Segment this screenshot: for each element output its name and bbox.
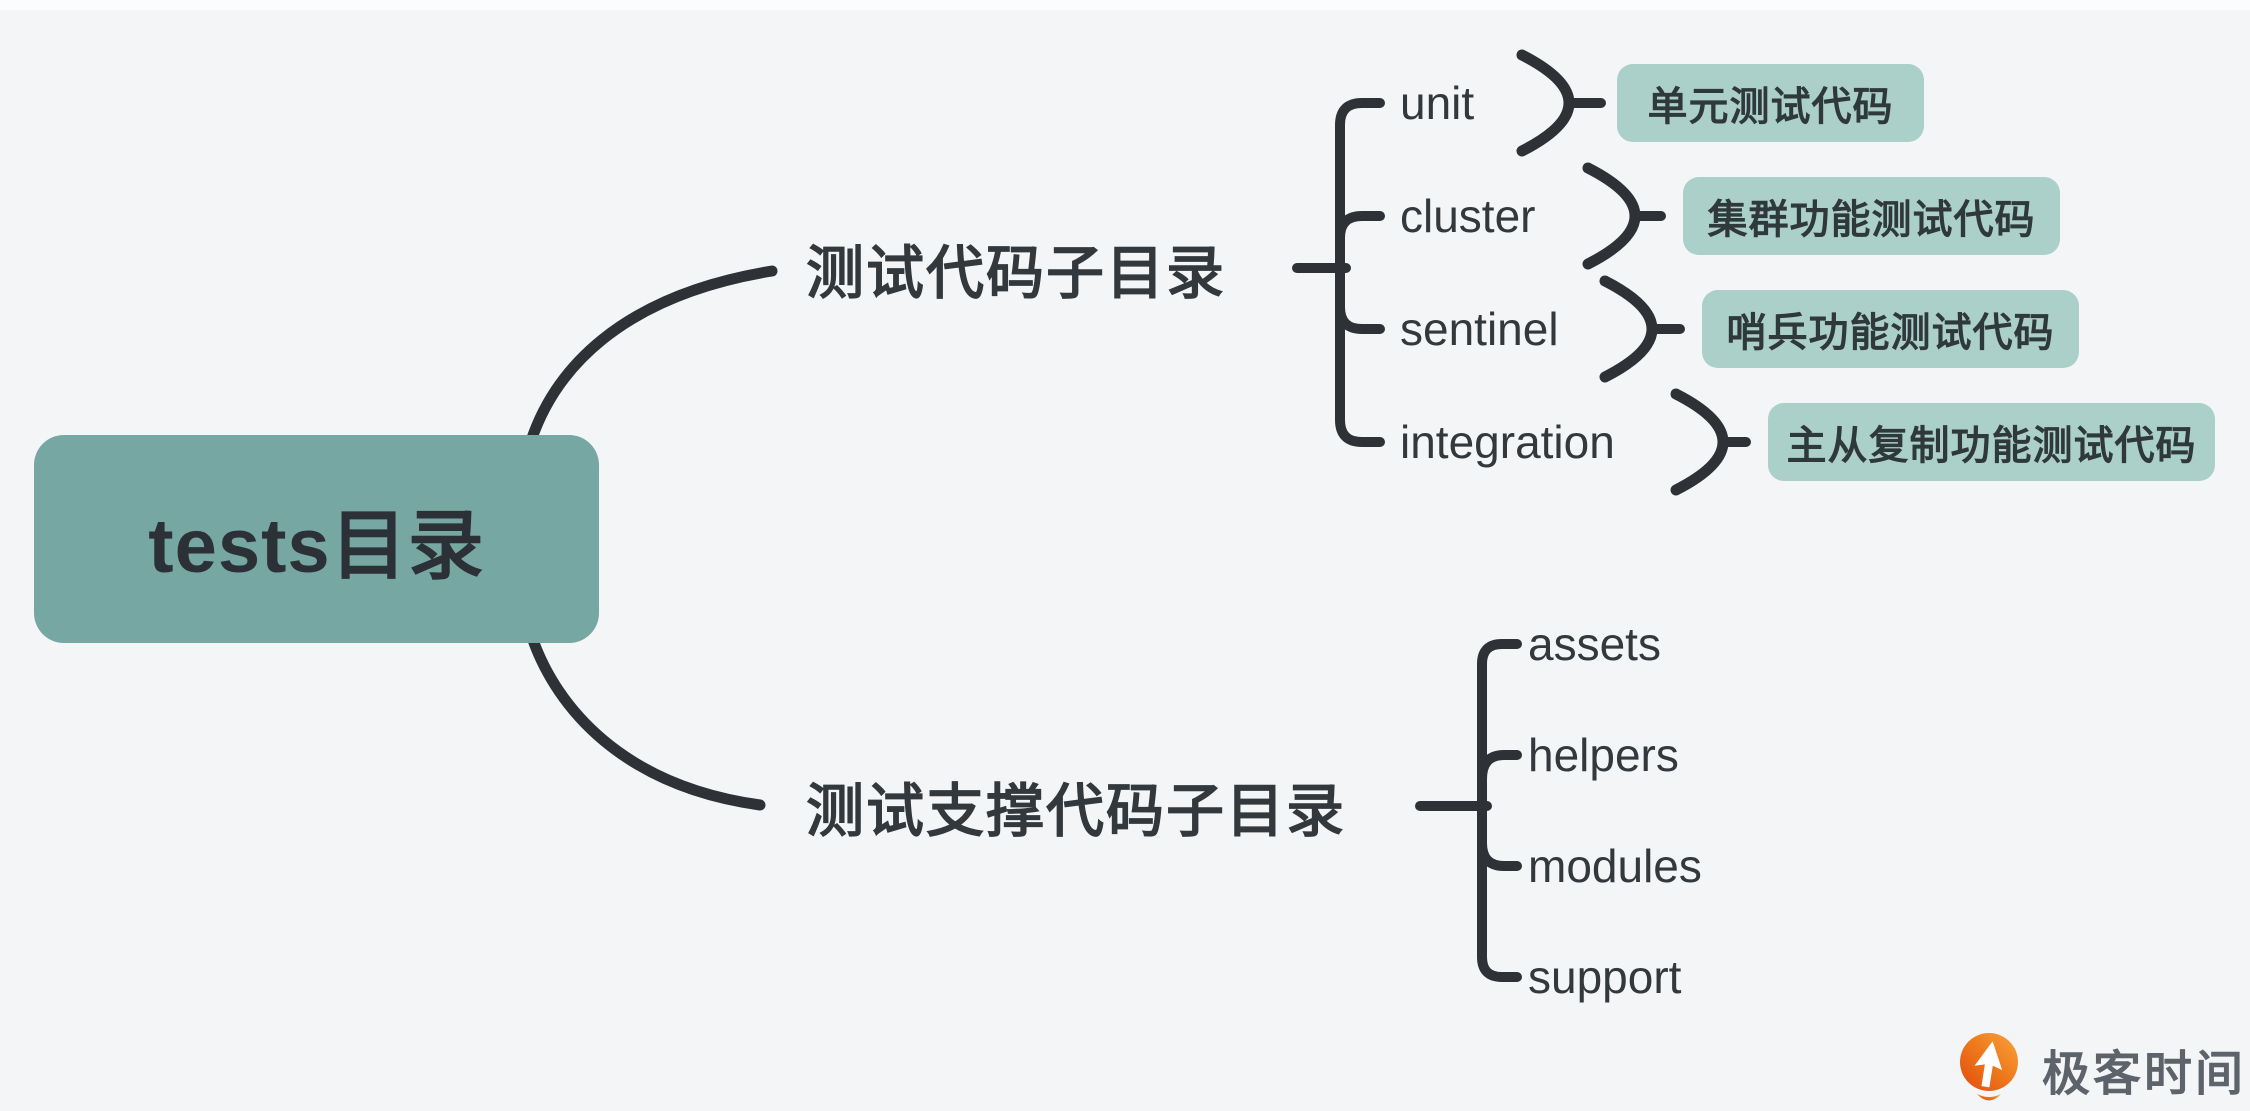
branch-label-test-support-code: 测试支撑代码子目录 [806, 779, 1347, 844]
arc-unit [1516, 49, 1575, 157]
child-unit: unit [1400, 77, 1475, 129]
child-support: support [1528, 951, 1682, 1003]
branch-label-test-code: 测试代码子目录 [806, 241, 1227, 306]
branch2-bracket-tick-helpers [1477, 750, 1522, 784]
root-node-tests: tests目录 [34, 435, 599, 643]
child-integration: integration [1400, 416, 1615, 468]
branch2-bracket-tick-modules [1477, 838, 1522, 871]
branch1-bracket-tick-sentinel [1335, 302, 1385, 334]
curve-root-to-branch2 [527, 634, 766, 811]
leaf-box-cluster-desc: 集群功能测试代码 [1683, 177, 2060, 255]
curve-root-to-branch1 [525, 265, 778, 447]
branch2-bracket [1477, 639, 1522, 982]
geektime-logo-icon [1960, 1033, 2018, 1101]
leaf-box-integration-desc: 主从复制功能测试代码 [1768, 403, 2215, 481]
leaf-box-sentinel-desc: 哨兵功能测试代码 [1702, 290, 2079, 368]
connector-lines [525, 49, 1751, 982]
arc-cluster [1582, 162, 1641, 270]
top-strip [0, 0, 2250, 10]
branch1-bracket-tick-cluster [1335, 211, 1385, 243]
child-sentinel: sentinel [1400, 303, 1559, 355]
child-cluster: cluster [1400, 190, 1536, 242]
child-modules: modules [1528, 840, 1702, 892]
leaf-box-unit-desc: 单元测试代码 [1617, 64, 1924, 142]
arc-integration [1670, 388, 1729, 496]
arc-sentinel [1599, 275, 1658, 383]
child-assets: assets [1528, 618, 1661, 670]
child-helpers: helpers [1528, 729, 1679, 781]
branch1-bracket [1335, 98, 1385, 447]
geektime-logo-text: 极客时间 [2042, 1048, 2247, 1101]
geektime-watermark: 极客时间 [1952, 1030, 2246, 1108]
